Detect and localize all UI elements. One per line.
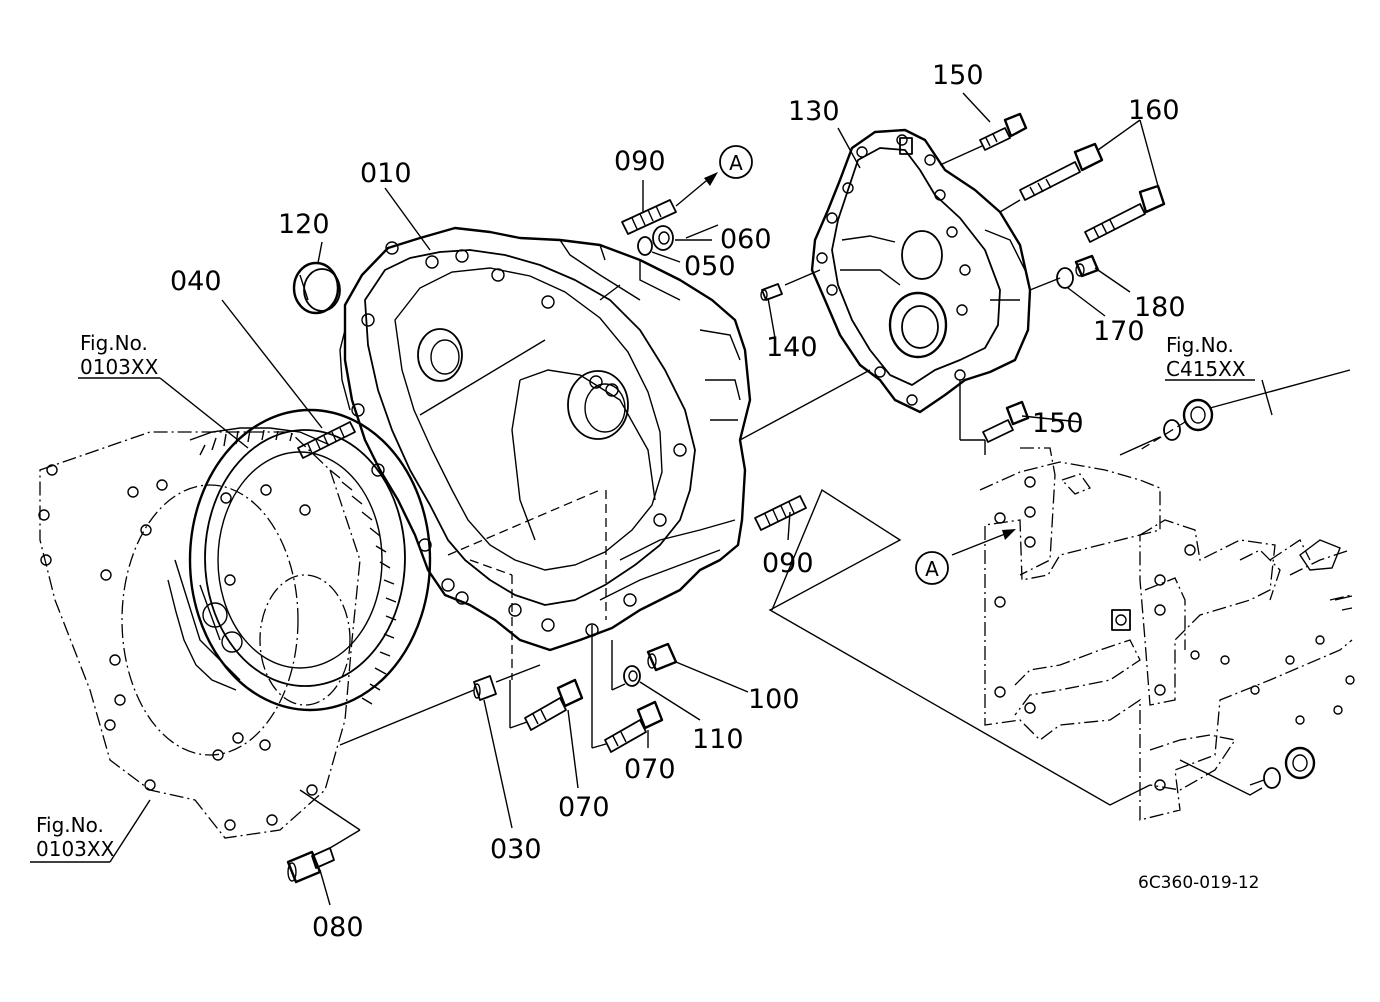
arrow-to-frame <box>951 529 1016 556</box>
label-010: 010 <box>360 158 412 189</box>
figure-ref-bottom-left: Fig.No. 0103XX <box>36 813 115 861</box>
frame-washer-lower <box>1263 767 1281 789</box>
part-170-washer <box>1056 267 1074 289</box>
part-160-bolt-b <box>1084 184 1166 243</box>
part-labels: 010 120 040 090 060 050 130 150 160 140 … <box>170 60 1186 943</box>
part-120-cap <box>292 261 341 315</box>
svg-text:Fig.No.: Fig.No. <box>80 331 148 355</box>
marker-a-top: A <box>719 145 753 179</box>
label-080: 080 <box>312 912 364 943</box>
label-040: 040 <box>170 266 222 297</box>
svg-text:Fig.No.: Fig.No. <box>36 813 104 837</box>
label-030: 030 <box>490 834 542 865</box>
svg-text:Fig.No.: Fig.No. <box>1166 333 1234 357</box>
part-100-plug <box>646 642 678 672</box>
part-090-stud-lower <box>754 495 807 531</box>
label-100: 100 <box>748 684 800 715</box>
label-140: 140 <box>766 332 818 363</box>
label-090-upper: 090 <box>614 146 666 177</box>
label-070-left: 070 <box>558 792 610 823</box>
svg-text:A: A <box>925 557 939 581</box>
part-060-nut <box>652 225 674 251</box>
svg-text:0103XX: 0103XX <box>80 355 159 379</box>
part-080-bolt <box>286 847 335 884</box>
clutch-housing <box>339 226 752 652</box>
label-150-upper: 150 <box>932 60 984 91</box>
arrow-to-a-top <box>675 172 718 207</box>
part-050-washer <box>637 236 653 256</box>
assembly-lines <box>299 145 1351 849</box>
frame-washer-upper <box>1163 419 1181 441</box>
label-150-lower: 150 <box>1032 408 1084 439</box>
leader-lines <box>30 92 1273 906</box>
part-070-bolt-a <box>524 678 584 731</box>
frame-nut-lower <box>1284 746 1316 780</box>
marker-a-frame: A <box>915 551 949 585</box>
frame-nut-upper <box>1182 398 1214 432</box>
flywheel-plate <box>38 431 361 839</box>
label-070-right: 070 <box>624 754 676 785</box>
drawing-code: 6C360-019-12 <box>1138 873 1259 893</box>
part-110-washer <box>623 665 641 687</box>
label-050: 050 <box>684 251 736 282</box>
svg-text:0103XX: 0103XX <box>36 837 115 861</box>
part-180-plug <box>1074 254 1100 278</box>
label-180: 180 <box>1134 292 1186 323</box>
part-070-bolt-b <box>604 700 664 753</box>
part-140-pin <box>760 283 783 301</box>
part-150-bolt-lower <box>982 400 1030 443</box>
part-040-stud <box>297 421 356 459</box>
label-120: 120 <box>278 209 330 240</box>
label-170: 170 <box>1093 316 1145 347</box>
figure-ref-top-left: Fig.No. 0103XX <box>80 331 159 379</box>
part-150-bolt-upper <box>979 112 1028 151</box>
mid-case <box>810 128 1032 414</box>
tractor-frame <box>979 447 1355 821</box>
part-160-bolt-a <box>1019 142 1104 201</box>
part-090-stud-upper <box>621 199 677 235</box>
label-090-lower: 090 <box>762 548 814 579</box>
svg-text:C415XX: C415XX <box>1166 357 1246 381</box>
label-160: 160 <box>1128 95 1180 126</box>
label-110: 110 <box>692 724 744 755</box>
part-030-pin <box>473 675 497 701</box>
label-060: 060 <box>720 224 772 255</box>
svg-text:A: A <box>729 151 743 175</box>
figure-ref-right: Fig.No. C415XX <box>1166 333 1246 381</box>
label-130: 130 <box>788 96 840 127</box>
flywheel-ring-gear <box>167 408 432 712</box>
